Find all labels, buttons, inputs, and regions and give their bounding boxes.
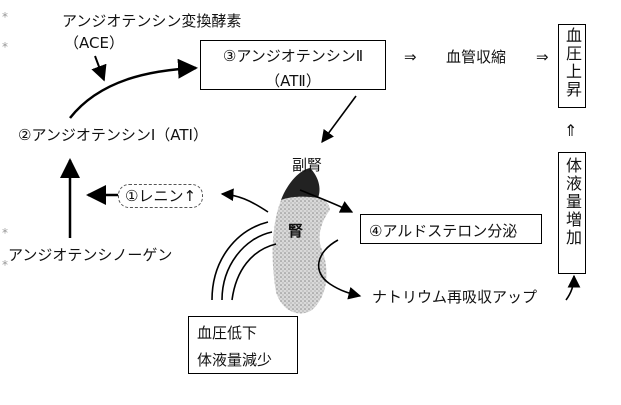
kidney-label: 腎 — [288, 222, 304, 240]
margin-mark: * — [2, 258, 8, 272]
adrenal-label: 副腎 — [292, 156, 323, 174]
sodium-to-volume-arrow — [565, 274, 581, 301]
trigger-line-2 — [221, 231, 273, 301]
sodium-reabsorption-label: ナトリウム再吸収アップ — [372, 288, 538, 306]
ace-label: アンジオテンシン変換酵素 — [62, 12, 242, 30]
ang2-abbr: （ATⅡ） — [265, 72, 321, 90]
aldosterone-label: ④アルドステロン分泌 — [369, 222, 518, 240]
trigger-line-1 — [211, 221, 269, 301]
ace-arrow — [91, 55, 107, 82]
ang2-to-adrenal-arrow — [321, 95, 357, 144]
adrenal-shape — [281, 168, 320, 200]
ang1-to-ang2-arrow — [69, 58, 198, 119]
trigger-line-3 — [231, 243, 277, 301]
margin-mark: * — [2, 226, 8, 240]
arrow-right-2: ⇒ — [536, 48, 549, 66]
ace-abbr: （ACE） — [64, 34, 124, 52]
angiotensinogen-label: アンジオテンシノーゲン — [8, 246, 173, 264]
margin-mark: * — [2, 40, 8, 54]
aldosterone-to-sodium-arrow — [317, 239, 362, 300]
kidney-shape — [272, 193, 330, 314]
renin-label: ①レニン↑ — [118, 184, 204, 208]
ang2-box: ③アンジオテンシンⅡ （ATⅡ） — [200, 40, 386, 90]
up-arrow-icon: ⇑ — [564, 121, 578, 140]
arrow-right-1: ⇒ — [404, 48, 417, 66]
trigger-volume-low: 体液量減少 — [197, 351, 273, 369]
bp-rise-box: 血圧上昇 — [558, 24, 586, 108]
vasoconstriction-label: 血管収縮 — [446, 48, 507, 66]
kidney-to-renin-arrow — [220, 188, 269, 213]
adrenal-to-aldosterone-arrow — [299, 189, 354, 213]
margin-mark: * — [2, 10, 8, 24]
aldosterone-box: ④アルドステロン分泌 — [360, 214, 542, 244]
ang2-label: ③アンジオテンシンⅡ — [222, 47, 364, 65]
trigger-bp-low: 血圧低下 — [197, 324, 258, 342]
ang1-label: ②アンジオテンシンⅠ（ATⅠ） — [18, 126, 208, 144]
trigger-box: 血圧低下 体液量減少 — [188, 316, 298, 374]
volume-up-box: 体液量増加 — [558, 152, 586, 274]
